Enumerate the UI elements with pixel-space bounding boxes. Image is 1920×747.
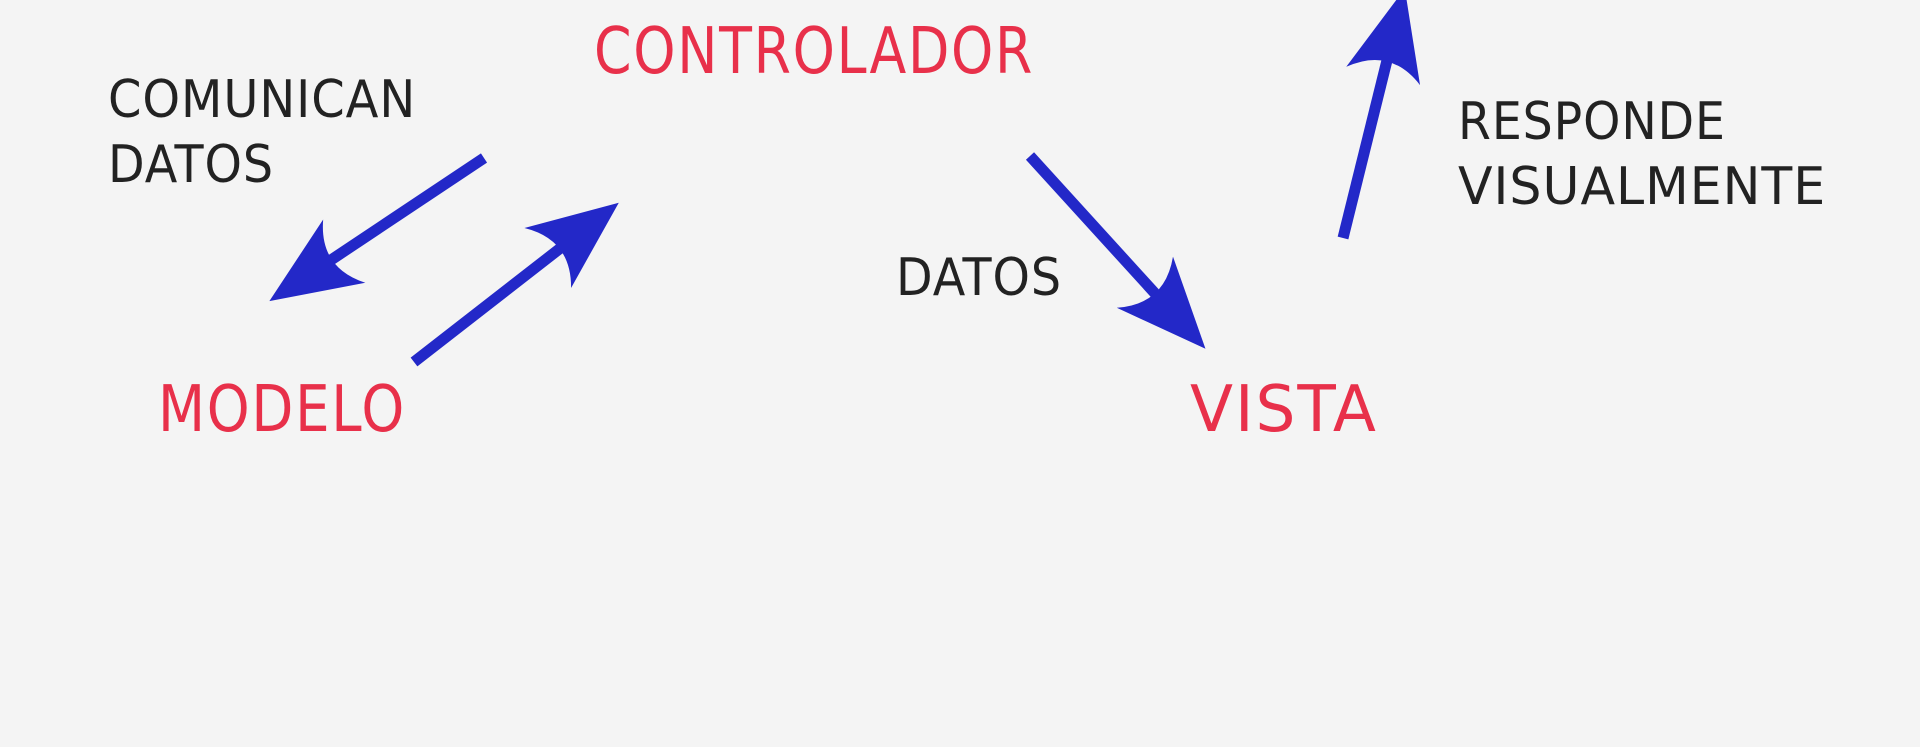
- node-controlador: CONTROLADOR: [594, 15, 1035, 89]
- arrow-vista-responde: [1337, 0, 1421, 240]
- arrow-modelo-to-controlador: [410, 202, 619, 367]
- node-modelo: MODELO: [158, 373, 406, 447]
- arrow-controlador-to-modelo: [269, 153, 488, 302]
- edge-label-responde-visualmente-line1: RESPONDE: [1458, 92, 1726, 152]
- node-vista: VISTA: [1190, 373, 1378, 447]
- edge-label-responde-visualmente-line2: VISUALMENTE: [1458, 157, 1827, 217]
- arrow-controlador-to-vista: [1025, 152, 1206, 349]
- edge-label-comunican-datos-line2: DATOS: [108, 135, 274, 195]
- edge-label-comunican-datos-line1: COMUNICAN: [108, 70, 417, 130]
- edge-label-datos: DATOS: [896, 248, 1062, 308]
